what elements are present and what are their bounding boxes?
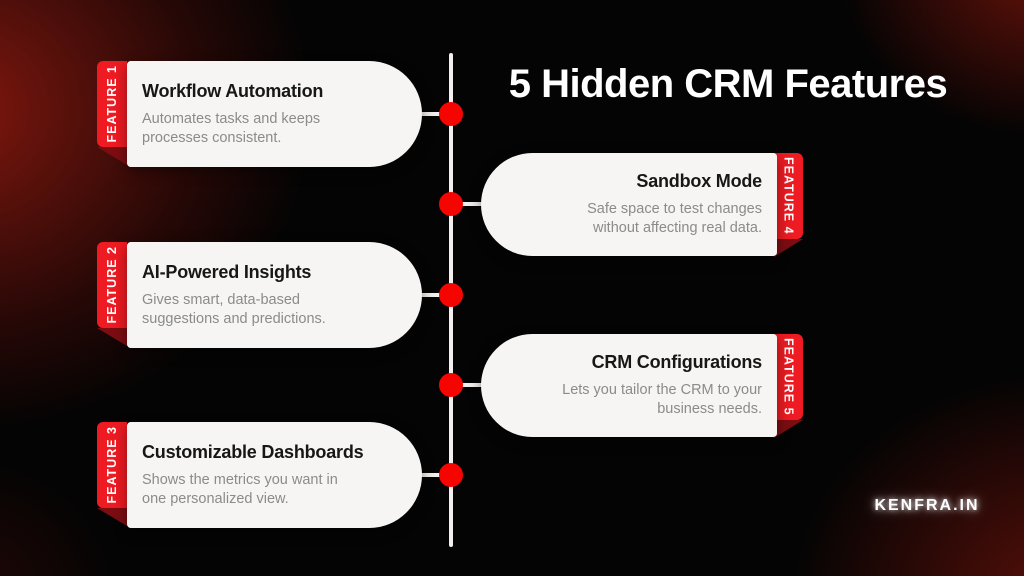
timeline-dot [439, 283, 463, 307]
timeline-connector [416, 473, 448, 477]
feature-tab-label: FEATURE 2 [105, 246, 119, 324]
feature-description: Gives smart, data-based suggestions and … [142, 291, 326, 327]
page-title: 5 Hidden CRM Features [508, 62, 948, 106]
timeline-connector [454, 383, 486, 387]
feature-heading: Customizable Dashboards [142, 441, 364, 462]
timeline-connector [416, 112, 448, 116]
ribbon-fold [97, 147, 127, 165]
feature-heading: AI-Powered Insights [142, 261, 312, 282]
timeline-dot [439, 192, 463, 216]
timeline-dot [439, 463, 463, 487]
feature-tab-4: FEATURE 4 [774, 153, 803, 239]
timeline-connector [416, 293, 448, 297]
feature-heading: Sandbox Mode [636, 171, 762, 192]
ribbon-fold [774, 239, 803, 257]
feature-description: Lets you tailor the CRM to your business… [562, 382, 762, 417]
feature-description: Automates tasks and keeps processes cons… [142, 110, 321, 146]
ribbon-fold [97, 328, 127, 346]
timeline-connector [454, 202, 486, 206]
feature-card-2: AI-Powered Insights Gives smart, data-ba… [127, 242, 422, 348]
feature-tab-label: FEATURE 5 [781, 338, 796, 416]
feature-description: Shows the metrics you want in one person… [142, 471, 338, 507]
feature-tab-2: FEATURE 2 [97, 242, 127, 328]
feature-card-3: Customizable Dashboards Shows the metric… [127, 422, 422, 528]
feature-tab-label: FEATURE 3 [105, 426, 119, 504]
ribbon-fold [97, 508, 127, 526]
feature-tab-label: FEATURE 1 [105, 65, 119, 143]
feature-tab-3: FEATURE 3 [97, 422, 127, 508]
feature-card-4: Sandbox Mode Safe space to test changes … [481, 153, 777, 256]
ribbon-fold [774, 420, 803, 438]
feature-heading: CRM Configurations [591, 352, 763, 373]
feature-tab-label: FEATURE 4 [781, 157, 796, 235]
feature-description: Safe space to test changes without affec… [587, 201, 762, 236]
brand-watermark: KENFRA.IN [874, 497, 980, 514]
timeline-dot [439, 102, 463, 126]
feature-tab-1: FEATURE 1 [97, 61, 127, 147]
feature-heading: Workflow Automation [142, 80, 324, 101]
feature-card-5: CRM Configurations Lets you tailor the C… [481, 334, 777, 437]
feature-card-1: Workflow Automation Automates tasks and … [127, 61, 422, 167]
feature-tab-5: FEATURE 5 [774, 334, 803, 420]
timeline-dot [439, 373, 463, 397]
